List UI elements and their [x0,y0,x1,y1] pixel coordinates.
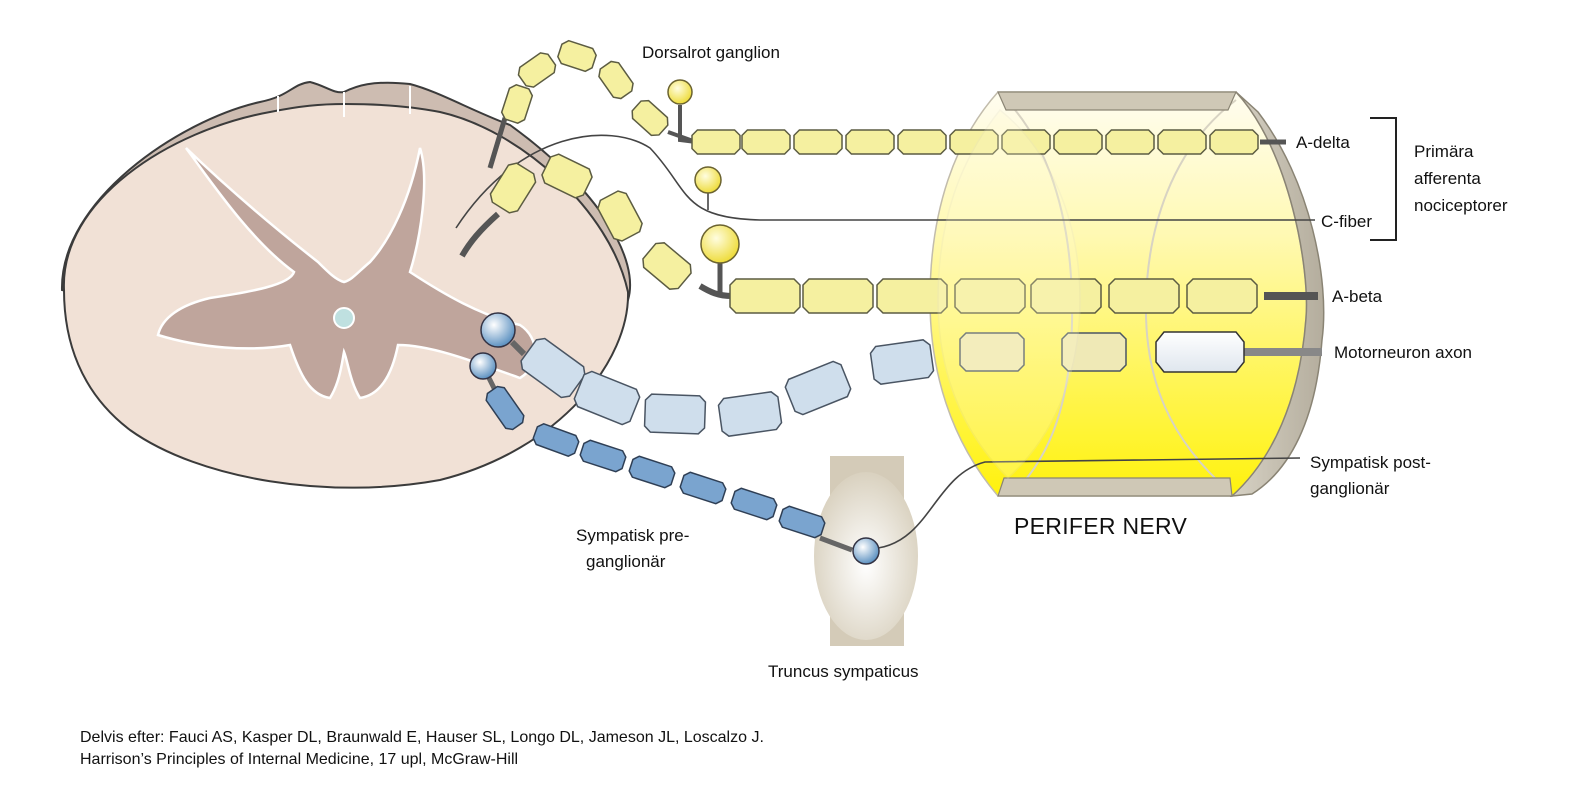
a-beta-cell-body [700,224,740,264]
spinal-cord [60,80,632,489]
a-delta-fiber [691,129,1259,155]
label-symp-post-1: Sympatisk post- [1310,453,1431,472]
cell-bodies [469,79,880,565]
a-beta-root [459,211,500,258]
symp-post-fiber [877,457,1301,549]
label-truncus-sympaticus: Truncus sympaticus [768,662,919,681]
myelin-segment [598,60,634,100]
myelin-segment [1108,278,1180,314]
myelin-segment [517,52,557,88]
myelin-segment [1061,332,1127,372]
myelin-segment [730,487,778,521]
myelin-segment [793,129,843,155]
citation: Delvis efter: Fauci AS, Kasper DL, Braun… [80,727,764,771]
myelin-segment [631,99,669,137]
myelin-segment [1105,129,1155,155]
sympathetic-preganglionic-fiber [485,385,826,539]
label-symp-pre-2: ganglionär [586,552,666,571]
c-fiber-cell-body [694,166,722,194]
myelin-segment [1209,129,1259,155]
motor-neuron-soma [480,312,516,348]
motorneuron-axon [520,331,1245,437]
dorsal-sulci [277,86,411,117]
myelin-segment [954,278,1026,314]
myelin-segment [1053,129,1103,155]
myelin-segment [1030,278,1102,314]
labels: Dorsalrot ganglion A-delta C-fiber A-bet… [576,43,1508,681]
label-perifer-nerv: PERIFER NERV [1014,513,1188,539]
primary-afferent-bracket [1370,117,1397,241]
myelin-segment [845,129,895,155]
label-primary-afferent-2: afferenta [1414,169,1481,188]
nerve-bottom-band [997,477,1233,497]
a-delta-curved-segments [500,39,669,137]
myelin-segment [717,391,783,437]
label-a-delta: A-delta [1296,133,1350,152]
myelin-segment [489,162,537,214]
symp-pre-link [819,535,853,553]
label-a-beta: A-beta [1332,287,1383,306]
myelin-segment [643,393,707,435]
myelin-segment [573,370,641,426]
myelin-segment [741,129,791,155]
label-primary-afferent-1: Primära [1414,142,1474,161]
myelin-segment [802,278,874,314]
central-canal [333,307,355,329]
gray-matter [156,147,537,400]
myelin-segment [784,360,852,416]
myelin-segment [579,439,627,473]
myelin-segment [541,153,593,199]
nerve-top-band [997,91,1237,111]
a-beta-curved-segments [489,153,692,290]
myelin-segment [1157,129,1207,155]
label-c-fiber: C-fiber [1321,212,1372,231]
myelin-segment [949,129,999,155]
myelin-segment [1186,278,1258,314]
axon-terminal-segment [1155,331,1245,373]
myelin-segment [628,455,676,489]
myelin-segment [869,339,935,385]
myelin-segment [876,278,948,314]
label-primary-afferent-3: nociceptorer [1414,196,1508,215]
label-motorneuron-axon: Motorneuron axon [1334,343,1472,362]
a-beta-fiber [729,278,1258,314]
label-symp-pre-1: Sympatisk pre- [576,526,689,545]
nerve-front-overlay [937,108,1081,480]
myelin-segment [897,129,947,155]
myelin-segment [778,505,826,539]
a-delta-cell-body [667,79,693,105]
myelin-segment [679,471,727,505]
a-beta-connector [698,283,733,299]
myelin-segment [597,190,643,242]
a-delta-root [487,117,508,169]
nerve-side-surface [1229,91,1325,497]
myelin-segment [557,39,597,73]
citation-line-2: Harrison’s Principles of Internal Medici… [80,751,519,768]
myelin-segment [520,337,586,399]
myelin-segment [500,84,534,124]
label-symp-post-2: ganglionär [1310,479,1390,498]
myelin-segment [532,423,580,457]
myelin-segment [959,332,1025,372]
sympathetic-preganglionic-soma [469,352,497,380]
myelin-segment [1001,129,1051,155]
label-dorsal-root-ganglion: Dorsalrot ganglion [642,43,780,62]
fiber-lines [455,105,1397,553]
myelin-segment [691,129,741,155]
motor-stalk [509,339,527,357]
myelin-segment [729,278,801,314]
myelin-segment [642,242,692,290]
myelin-segment [485,385,525,431]
sympathetic-ganglion-cell [852,537,880,565]
citation-line-1: Delvis efter: Fauci AS, Kasper DL, Braun… [80,729,764,746]
